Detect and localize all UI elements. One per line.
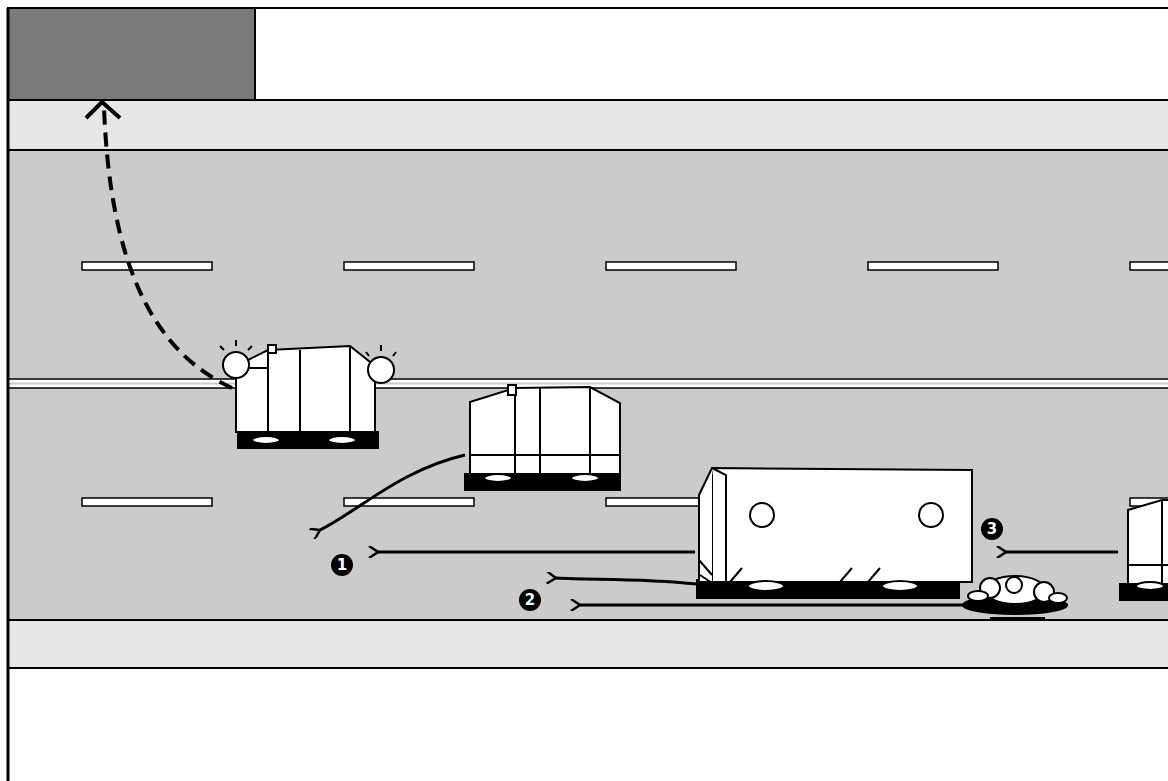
- callout-number: 3: [981, 518, 1003, 540]
- callout-number: 2: [519, 589, 541, 611]
- callout-number: 1: [331, 554, 353, 576]
